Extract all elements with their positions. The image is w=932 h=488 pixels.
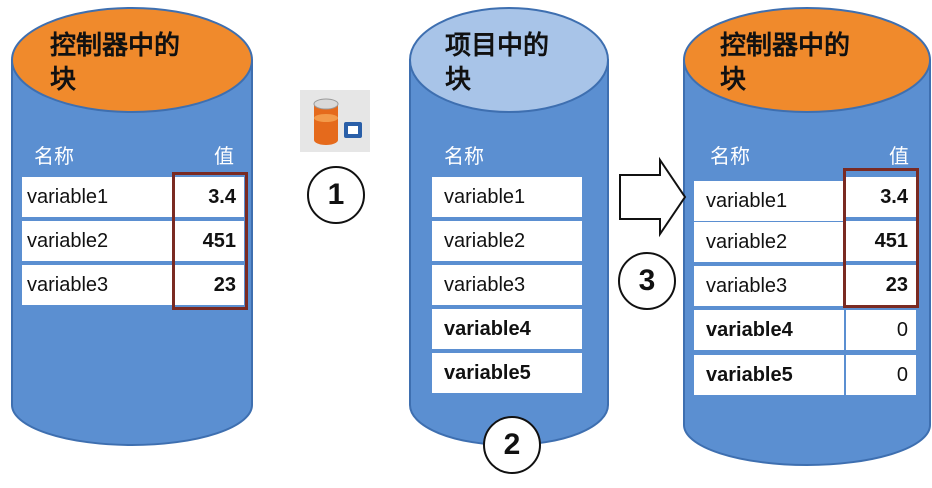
left-title: 控制器中的 块 — [50, 30, 181, 94]
middle-title: 项目中的 块 — [445, 30, 550, 94]
right-values-highlight — [843, 168, 919, 308]
right-row-5-name: variable5 — [694, 355, 844, 395]
left-row-2-value: 451 — [174, 221, 244, 261]
left-values-highlight — [172, 172, 248, 310]
right-title: 控制器中的 块 — [720, 30, 851, 94]
left-header-name: 名称 — [34, 144, 74, 168]
middle-row-5-name: variable5 — [432, 353, 582, 393]
left-header-value: 值 — [214, 144, 234, 168]
right-row-4-value: 0 — [846, 310, 916, 350]
middle-row-3-name: variable3 — [432, 265, 582, 305]
right-header-value: 值 — [889, 144, 909, 168]
middle-row-1-name: variable1 — [432, 177, 582, 217]
right-row-2-value: 451 — [846, 221, 916, 261]
right-header-name: 名称 — [710, 144, 750, 168]
step-2-circle: 2 — [483, 416, 541, 474]
right-row-2-name: variable2 — [694, 222, 844, 262]
right-row-1-value: 3.4 — [846, 177, 916, 217]
middle-row-4-name: variable4 — [432, 309, 582, 349]
middle-row-2-name: variable2 — [432, 221, 582, 261]
step-3-circle: 3 — [618, 252, 676, 310]
middle-header-name: 名称 — [444, 144, 484, 168]
right-row-3-value: 23 — [846, 265, 916, 305]
database-upload-icon — [300, 90, 370, 152]
right-row-1-name: variable1 — [694, 181, 844, 221]
step-1-circle: 1 — [307, 166, 365, 224]
left-row-1-value: 3.4 — [174, 177, 244, 217]
left-row-3-name: variable3 — [22, 265, 172, 305]
right-row-5-value: 0 — [846, 355, 916, 395]
left-row-2-name: variable2 — [22, 221, 172, 261]
right-arrow-icon — [619, 156, 687, 238]
right-row-3-name: variable3 — [694, 266, 844, 306]
left-row-3-value: 23 — [174, 265, 244, 305]
left-row-1-name: variable1 — [22, 177, 172, 217]
right-row-4-name: variable4 — [694, 310, 844, 350]
